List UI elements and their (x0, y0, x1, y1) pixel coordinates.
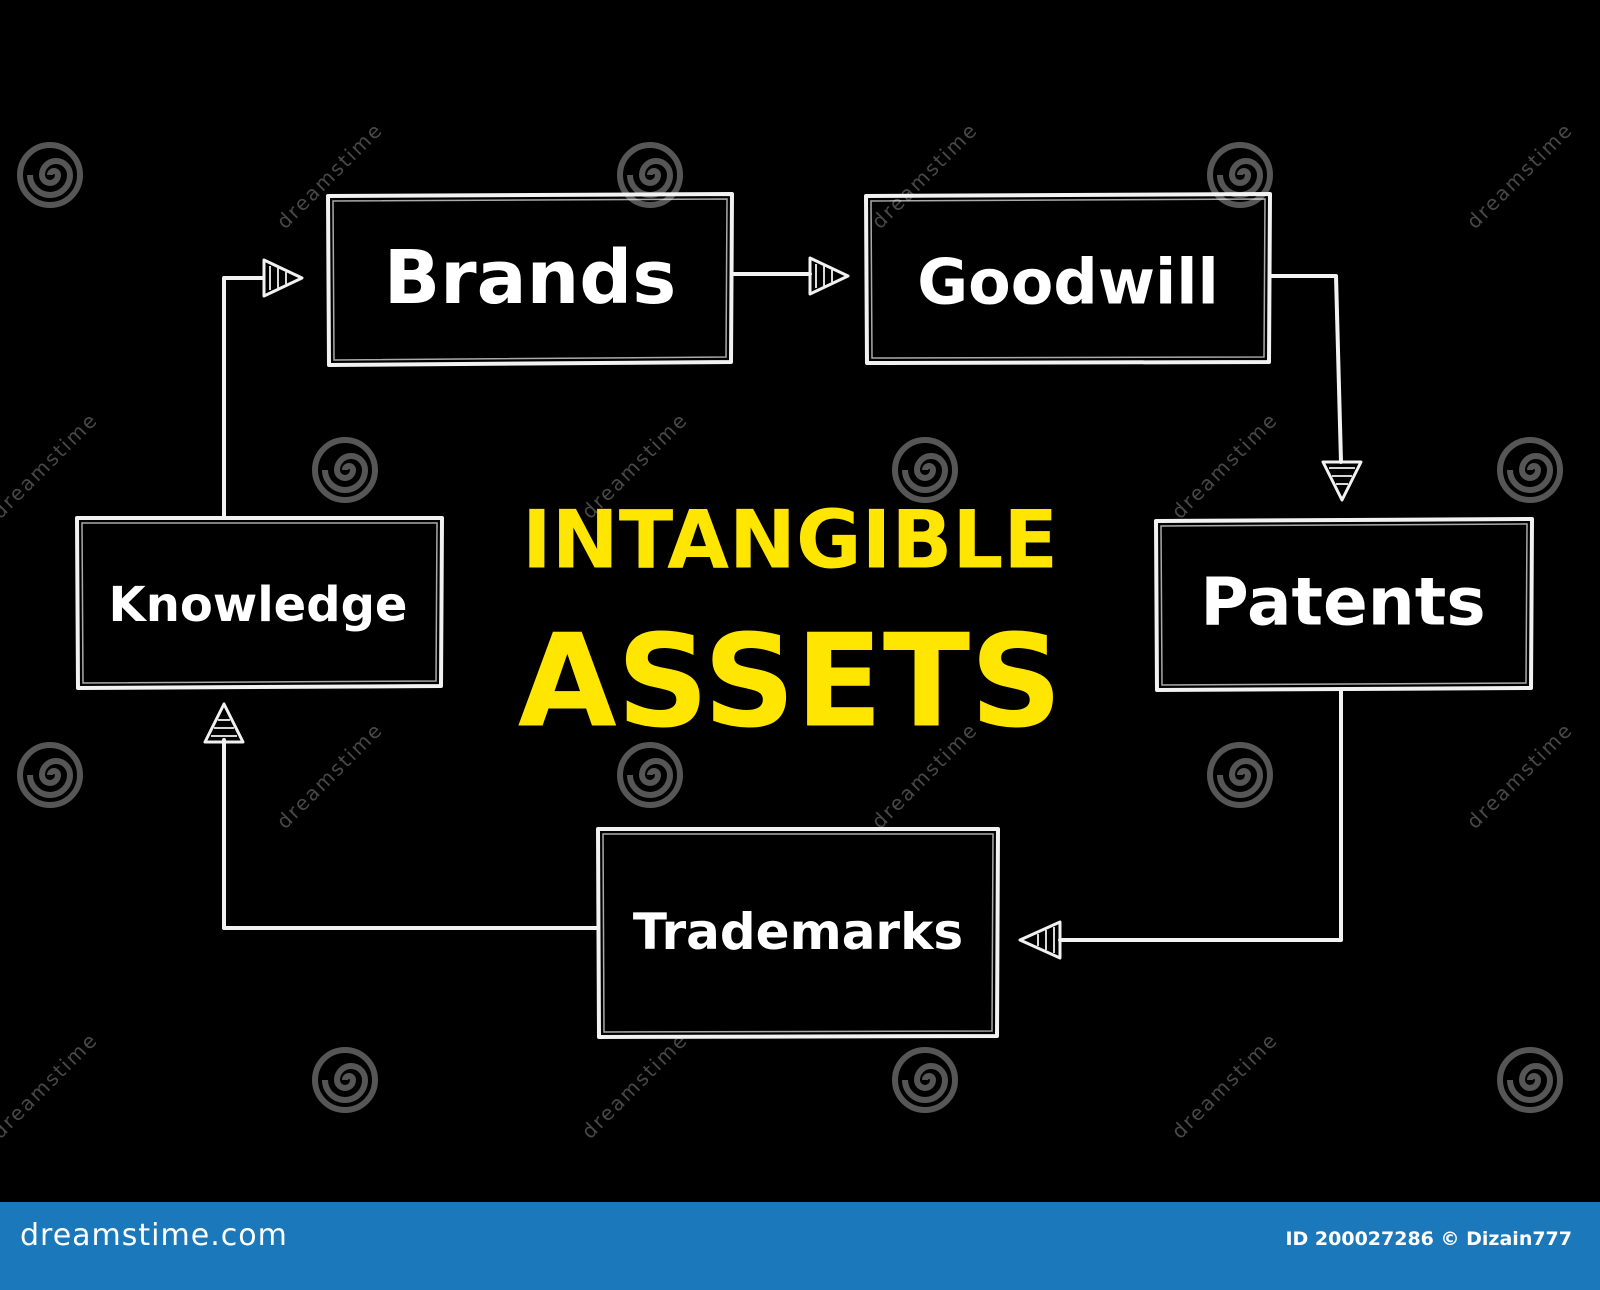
title-line-2: ASSETS (518, 608, 1063, 757)
arrowheads (203, 256, 1363, 960)
watermark-text: dreamstime (1167, 407, 1283, 523)
spiral-logo-icon (17, 142, 83, 208)
node-knowledge: Knowledge (75, 516, 444, 690)
spiral-logo-icon (892, 437, 958, 503)
watermark-text: dreamstime (0, 1027, 103, 1143)
node-label-goodwill: Goodwill (917, 246, 1219, 319)
spiral-logo-icon (1497, 1047, 1563, 1113)
node-goodwill: Goodwill (864, 192, 1272, 365)
node-trademarks: Trademarks (596, 827, 1000, 1039)
spiral-logo-icon (1497, 437, 1563, 503)
spiral-logo-icon (1207, 742, 1273, 808)
watermark-text: dreamstime (577, 1027, 693, 1143)
watermark-text: dreamstime (1462, 117, 1578, 233)
node-label-knowledge: Knowledge (109, 577, 408, 633)
spiral-logo-icon (312, 1047, 378, 1113)
footer-credit: ID 200027286 © Dizain777 (1285, 1228, 1572, 1250)
node-brands: Brands (326, 192, 734, 367)
arrowhead-to-brands (262, 258, 304, 298)
watermark-text: dreamstime (0, 407, 103, 523)
arrowhead-to-knowledge (203, 702, 245, 744)
arrowhead-to-trademarks (1018, 920, 1062, 960)
spiral-logo-icon (312, 437, 378, 503)
node-label-brands: Brands (384, 235, 677, 321)
title-line-1: INTANGIBLE (522, 494, 1058, 587)
connectors (222, 272, 1343, 942)
node-label-trademarks: Trademarks (633, 903, 963, 961)
intangible-assets-diagram: dreamstime dreamstime dreamstime dreamstime… (0, 117, 1578, 1143)
watermark-text: dreamstime (867, 117, 983, 233)
spiral-logo-icon (17, 742, 83, 808)
watermark-text: dreamstime (1462, 717, 1578, 833)
diagram-title: INTANGIBLE ASSETS (518, 494, 1063, 757)
footer-bar: dreamstime.com ID 200027286 © Dizain777 (0, 1202, 1600, 1290)
watermark-text: dreamstime (272, 717, 388, 833)
node-label-patents: Patents (1200, 564, 1485, 641)
arrowhead-to-goodwill (808, 256, 850, 296)
spiral-logo-icon (892, 1047, 958, 1113)
connector-goodwill-to-patents (1268, 274, 1343, 464)
connector-knowledge-to-brands (222, 276, 264, 520)
footer-brand: dreamstime.com (20, 1218, 288, 1253)
connector-trademarks-to-knowledge (222, 738, 600, 930)
node-patents: Patents (1154, 517, 1534, 692)
arrowhead-to-patents (1321, 460, 1363, 502)
watermark-text: dreamstime (1167, 1027, 1283, 1143)
connector-patents-to-trademarks (1058, 688, 1343, 942)
spiral-logo-icon (617, 742, 683, 808)
